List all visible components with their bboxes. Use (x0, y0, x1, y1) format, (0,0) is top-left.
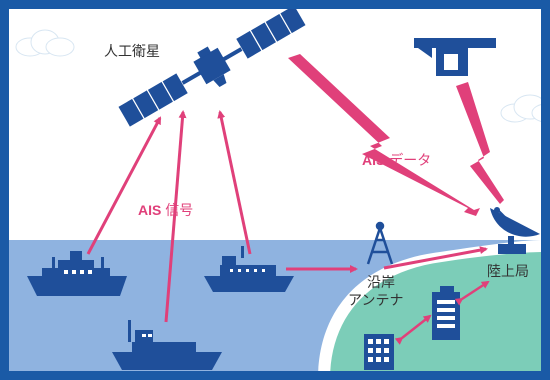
satellite-label: 人工衛星 (104, 43, 160, 59)
lightning-bolt (456, 82, 504, 204)
cloud-icon (15, 29, 75, 57)
ship-icon (27, 251, 127, 296)
satellite-icon (116, 9, 308, 129)
cloud-icon (500, 94, 541, 123)
land-station-label: 陸上局 (487, 263, 529, 279)
ais-data-label-jp: データ (389, 152, 432, 168)
ais-data-bolts (288, 54, 504, 216)
network-arrow (394, 314, 432, 345)
building-icon (364, 334, 394, 370)
ship-icon (204, 246, 294, 292)
ground-antenna-icon (414, 38, 496, 76)
ais-signal-arrow (86, 116, 162, 255)
antenna-tower-icon (366, 221, 394, 265)
coastal-label-line2: アンテナ (348, 292, 404, 308)
network-arrows (394, 280, 490, 345)
ais-signal-label-latin: AIS (138, 202, 162, 218)
ais-data-label-latin: AIS (362, 152, 386, 168)
building-icon (432, 286, 460, 340)
lightning-bolt (288, 54, 480, 216)
ais-signal-arrow (164, 110, 187, 323)
ais-signal-label: AIS 信号 (138, 203, 193, 217)
ais-data-label: AIS データ (362, 153, 431, 167)
ais-signal-arrow (217, 110, 252, 255)
ais-signal-label-jp: 信号 (165, 202, 194, 218)
network-arrow (454, 280, 490, 306)
coast-to-station-arrow (383, 246, 488, 270)
satellite-dish-icon (490, 207, 540, 254)
ais-signal-arrows (86, 110, 488, 323)
ship-icon (112, 320, 222, 370)
coastal-label-line1: 沿岸 (367, 274, 395, 290)
